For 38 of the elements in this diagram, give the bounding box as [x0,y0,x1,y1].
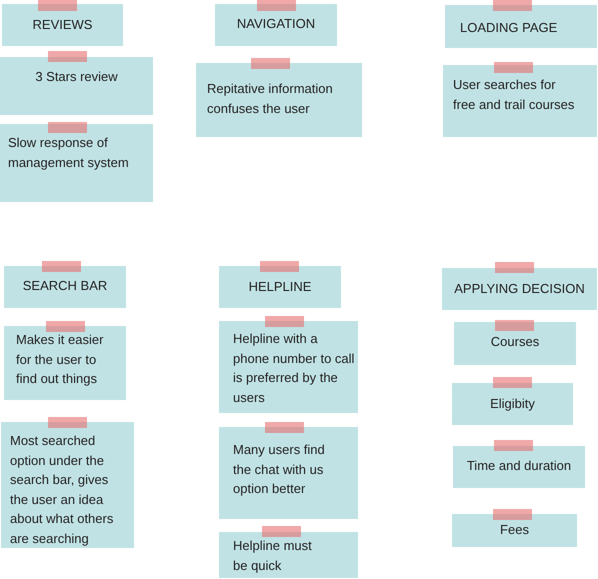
note-text: Courses [490,333,540,351]
category-heading: LOADING PAGE [460,19,558,37]
sticky-note [4,326,126,400]
sticky-note [196,63,362,137]
note-text: Most searched option under the search bar, gives the user an idea about what others are searching [10,432,114,548]
note-text: Many users find the chat with us option better [233,441,326,498]
sticky-note [4,266,126,308]
sticky-note [445,5,597,48]
sticky-note [215,4,337,46]
category-heading: HELPLINE [248,278,312,296]
sticky-note [0,124,153,202]
sticky-note [454,322,576,365]
note-text: 3 Stars review [34,68,119,86]
note-text: Makes it easier for the user to find out things [16,331,104,388]
category-heading: REVIEWS [32,16,94,34]
sticky-note [0,57,153,115]
sticky-note [1,422,134,548]
note-text: Eligibity [489,395,536,413]
note-text: Slow response of management system [8,134,130,172]
note-text: Repitative information confuses the user [207,80,334,118]
note-text: Time and duration [466,457,572,475]
sticky-note [2,4,123,46]
sticky-note [443,65,597,137]
category-heading: NAVIGATION [236,15,316,33]
category-heading: SEARCH BAR [22,277,108,295]
sticky-note [452,383,573,425]
sticky-note [219,266,341,308]
sticky-note [219,532,358,578]
sticky-note [219,321,358,413]
note-text: Helpline must be quick [233,537,313,575]
sticky-note [452,514,577,547]
category-heading: APPLYING DECISION [453,280,586,298]
sticky-note [219,427,358,519]
note-text: User searches for free and trail courses [453,76,576,114]
sticky-note [453,446,585,488]
note-text: Fees [499,521,530,539]
sticky-note [442,268,597,310]
note-text: Helpline with a phone number to call is preferred by the users [233,330,356,406]
